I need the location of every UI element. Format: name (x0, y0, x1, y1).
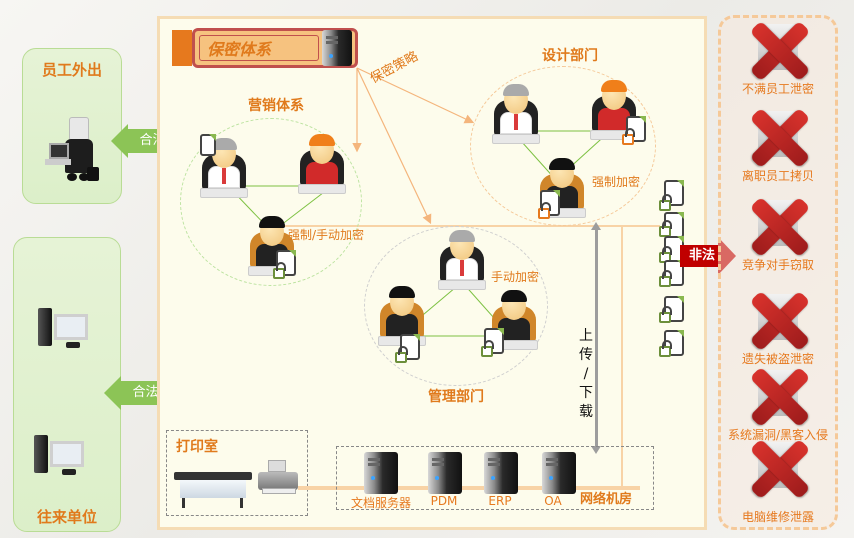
management-group-circle (364, 226, 548, 386)
pdm-server-icon (428, 452, 462, 494)
threat-departing-employee: 离职员工拷贝 (718, 107, 838, 183)
lock-icon (622, 128, 635, 145)
erp-server-label: ERP (488, 494, 512, 508)
erp-server-icon (484, 452, 518, 494)
pdm-server-label: PDM (430, 494, 458, 508)
partner-computer-icon (38, 308, 92, 352)
printer-icon (256, 460, 300, 496)
blocked-x-icon (748, 438, 810, 500)
management-group-title: 管理部门 (428, 389, 484, 405)
blocked-x-icon (748, 20, 810, 82)
policy-server-icon (322, 30, 352, 66)
outgoing-employee-panel: 员工外出 (22, 48, 122, 204)
marketing-encryption-label: 强制/手动加密 (288, 228, 365, 242)
partner-units-panel: 往来单位 (13, 237, 121, 532)
design-group-circle (470, 66, 656, 226)
threat-competitor-theft: 竞争对手窃取 (718, 196, 838, 272)
marketing-group-circle (180, 118, 362, 286)
print-room-title: 打印室 (176, 439, 218, 455)
partner-units-title: 往来单位 (36, 508, 97, 526)
lock-icon (659, 340, 672, 357)
management-encryption-label: 手动加密 (491, 270, 540, 284)
illegal-arrow: 非法 (680, 237, 738, 275)
network-pipe (298, 486, 640, 490)
threats-panel (718, 15, 838, 530)
lock-icon (538, 202, 551, 219)
marketing-group-title: 营销体系 (248, 98, 304, 114)
upload-download-arrow (591, 222, 601, 454)
network-room-title: 网络机房 (580, 492, 633, 507)
threat-computer-repair: 电脑维修泄露 (718, 438, 838, 524)
business-traveler-icon (45, 117, 105, 193)
policy-arrow-management (356, 67, 432, 225)
person-manager (490, 84, 542, 148)
outgoing-employee-title: 员工外出 (41, 61, 102, 79)
design-encryption-label: 强制加密 (592, 175, 641, 189)
document-icon (200, 134, 216, 156)
lock-icon (659, 194, 672, 211)
blocked-x-icon (748, 107, 810, 169)
partner-computer-icon (34, 435, 88, 479)
blocked-x-icon (748, 366, 810, 428)
person-designer (296, 134, 348, 198)
person-staff (246, 216, 298, 280)
person-manager (436, 230, 488, 294)
oa-server-label: OA (544, 494, 562, 508)
lock-icon (481, 340, 494, 357)
print-room-box (166, 430, 308, 516)
security-system-title: 保密体系 (207, 40, 272, 59)
policy-arrow-design (356, 67, 475, 124)
design-group-title: 设计部门 (542, 48, 598, 64)
network-room-box (336, 446, 654, 510)
document-server-icon (364, 452, 398, 494)
threat-disgruntled-employee: 不满员工泄密 (718, 20, 838, 96)
plotter-icon (174, 472, 252, 508)
blocked-x-icon (748, 290, 810, 352)
person-designer (588, 80, 640, 144)
blocked-x-icon (748, 196, 810, 258)
person-manager (198, 138, 250, 202)
oa-server-icon (542, 452, 576, 494)
lock-icon (659, 306, 672, 323)
threat-lost-stolen: 遗失被盗泄密 (718, 290, 838, 366)
upload-download-label: 上 传 / 下 载 (579, 328, 593, 420)
lock-icon (395, 346, 408, 363)
side-tab (172, 30, 192, 66)
lock-icon (273, 262, 286, 279)
threat-hacker-intrusion: 系统漏洞/黑客入侵 (718, 366, 838, 442)
lock-icon (659, 270, 672, 287)
document-server-label: 文档服务器 (350, 496, 411, 510)
